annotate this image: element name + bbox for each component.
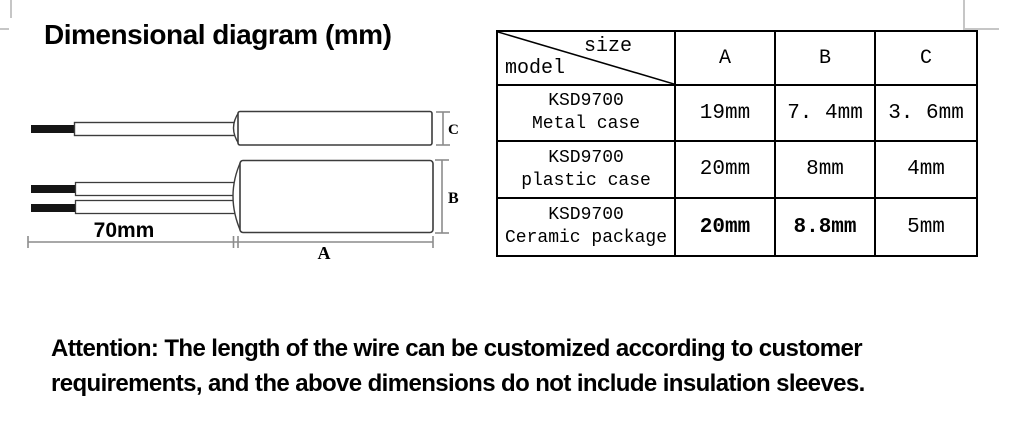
device-top-view: B: [31, 159, 459, 234]
dimension-bottom: 70mm A: [27, 219, 434, 263]
body-dome-top: [232, 160, 242, 233]
device-side-view: C: [31, 110, 459, 146]
dimension-c-lines: [436, 111, 450, 146]
insulation-sleeve-1-top: [74, 181, 239, 197]
ceramic-dim-a: 20mm: [676, 199, 776, 255]
model-name: KSD9700: [548, 205, 624, 225]
model-case-type: Ceramic package: [504, 228, 668, 248]
body-side: [237, 110, 433, 146]
crop-mark-top-left-vertical: [10, 0, 12, 18]
column-header-c: C: [876, 32, 976, 86]
table-row-model-plastic: KSD9700 plastic case: [498, 142, 676, 199]
ceramic-dim-b: 8.8mm: [776, 199, 876, 255]
attention-line-2: requirements, and the above dimensions d…: [51, 370, 865, 397]
dimension-c-label: C: [448, 122, 459, 138]
model-case-type: plastic case: [521, 170, 651, 191]
dimension-b-label: B: [448, 190, 459, 207]
wire-2-top: [31, 204, 75, 212]
dimension-b-lines: [435, 159, 449, 234]
wire-side: [31, 125, 75, 133]
insulation-sleeve-2-top: [74, 199, 239, 215]
plastic-dim-b: 8mm: [776, 142, 876, 199]
table-corner-cell: size model: [498, 32, 676, 86]
wire-1-top: [31, 185, 75, 193]
table-row-model-metal: KSD9700 Metal case: [498, 86, 676, 142]
crop-mark-top-right-vertical: [963, 0, 965, 28]
ceramic-dim-c: 5mm: [907, 215, 945, 239]
model-name: KSD9700: [548, 91, 624, 111]
model-case-type: Metal case: [531, 114, 641, 134]
table-row-model-ceramic: KSD9700 Ceramic package: [498, 199, 676, 255]
plastic-dim-c: 4mm: [876, 142, 976, 199]
wire-length-label: 70mm: [94, 219, 155, 242]
column-header-b: B: [776, 32, 876, 86]
corner-model-label: model: [505, 57, 566, 80]
insulation-sleeve-side: [73, 121, 238, 137]
metal-dim-b: 7. 4mm: [776, 86, 876, 142]
crop-mark-top-left-horizontal: [0, 28, 9, 30]
page-title: Dimensional diagram (mm): [44, 19, 392, 50]
corner-size-label: size: [583, 35, 632, 58]
body-top: [239, 159, 434, 234]
metal-dim-a: 19mm: [676, 86, 776, 142]
attention-note: Attention: The length of the wire can be…: [51, 331, 981, 401]
plastic-dim-a: 20mm: [676, 142, 776, 199]
crop-mark-top-right-horizontal: [963, 28, 999, 30]
attention-line-1: Attention: The length of the wire can be…: [51, 335, 863, 362]
corner-diagonal-line: [498, 32, 674, 84]
dimension-a-label: A: [318, 243, 331, 263]
column-header-a: A: [676, 32, 776, 86]
model-name: KSD9700: [548, 147, 624, 168]
dimension-a-lines: [27, 236, 434, 248]
metal-dim-c: 3. 6mm: [876, 86, 976, 142]
size-spec-table: size model A B C KSD9700 Metal case 19mm…: [496, 30, 978, 257]
